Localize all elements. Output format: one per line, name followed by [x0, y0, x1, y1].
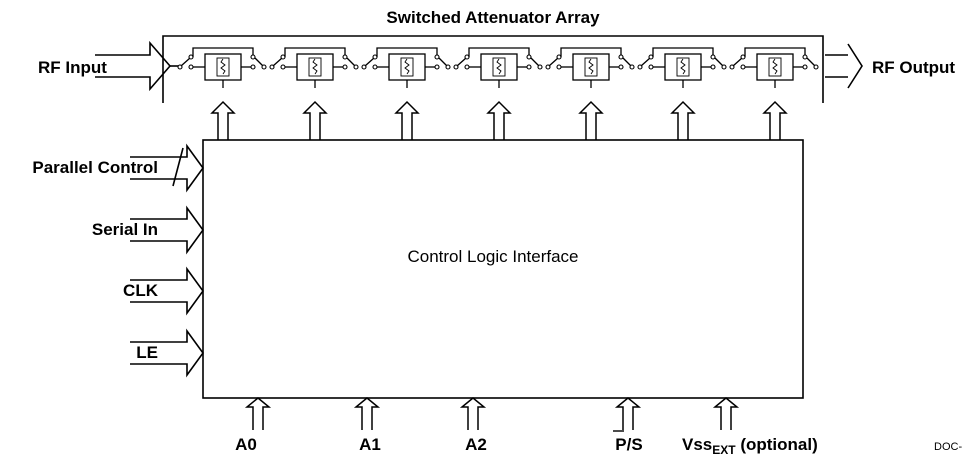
- rf-output-arrow: [825, 43, 863, 89]
- pin-a2-label: A2: [465, 435, 487, 454]
- control-up-arrow: [486, 100, 512, 140]
- pin-vss-label: VssEXT (optional): [682, 435, 818, 457]
- attenuator-stages: [177, 47, 819, 140]
- control-up-arrow: [762, 100, 788, 140]
- diagram-title: Switched Attenuator Array: [386, 8, 600, 27]
- bottom-pin-arrow: [353, 397, 381, 430]
- attenuator-stage: [453, 47, 543, 88]
- control-up-arrow: [210, 100, 236, 140]
- control-up-arrow: [302, 100, 328, 140]
- attenuator-stage: [729, 47, 819, 88]
- attenuator-stage: [545, 47, 635, 88]
- attenuator-stage: [269, 47, 359, 88]
- bottom-pin-arrow: [459, 397, 487, 430]
- attenuator-stage: [177, 47, 267, 88]
- parallel-bus-slash: [172, 147, 184, 187]
- control-up-arrow: [578, 100, 604, 140]
- bottom-pin-arrow: [614, 397, 642, 430]
- left-input: Serial In: [92, 205, 204, 255]
- bottom-pin-arrow: [244, 397, 272, 430]
- control-up-arrow: [394, 100, 420, 140]
- pin-a1-label: A1: [359, 435, 381, 454]
- control-logic-label: Control Logic Interface: [407, 247, 578, 266]
- control-logic-block: [202, 139, 804, 399]
- left-input: LE: [130, 328, 204, 378]
- left-input-label: Serial In: [92, 220, 158, 239]
- attenuator-array-bracket: [162, 35, 824, 103]
- bottom-pins: [244, 397, 740, 430]
- left-input-label: Parallel Control: [32, 158, 158, 177]
- vss-note: (optional): [736, 435, 818, 454]
- rf-input-label: RF Input: [38, 58, 107, 77]
- left-input: Parallel Control: [32, 143, 204, 193]
- attenuator-stage: [637, 47, 727, 88]
- pin-ps-label: P/S: [615, 435, 642, 454]
- rf-output-label: RF Output: [872, 58, 955, 77]
- left-input-label: LE: [136, 343, 158, 362]
- vss-main-text: Vss: [682, 435, 712, 454]
- attenuator-stage: [361, 47, 451, 88]
- bottom-pin-arrow: [712, 397, 740, 430]
- left-input: CLK: [123, 266, 204, 316]
- footer-doc-id: DOC-: [934, 441, 962, 453]
- left-input-label: CLK: [123, 281, 159, 300]
- vss-subscript: EXT: [712, 443, 736, 457]
- control-up-arrow: [670, 100, 696, 140]
- pin-a0-label: A0: [235, 435, 257, 454]
